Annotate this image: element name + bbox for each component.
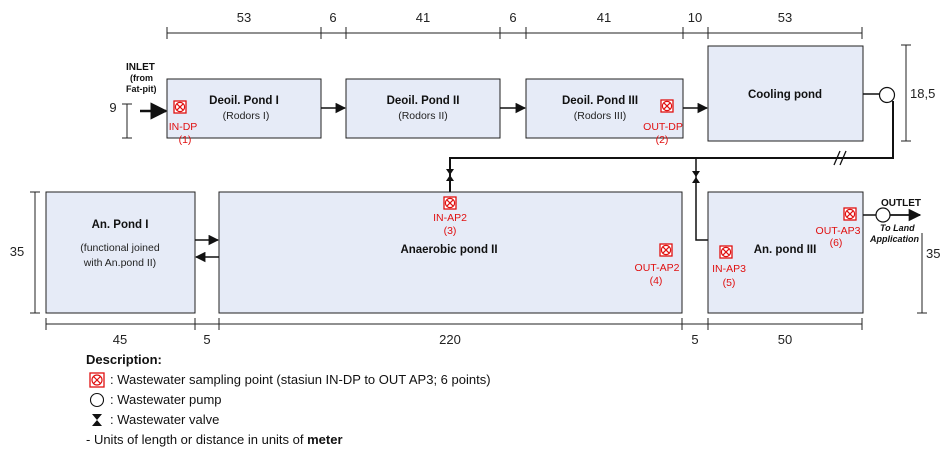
an-pond-1-name: An. Pond I [92, 219, 149, 231]
anaerobic-pond-2-name: Anaerobic pond II [400, 244, 497, 256]
sp-out-ap3-num: (6) [830, 237, 843, 249]
left-bottom-dimension: 35 [10, 191, 40, 314]
dim-right-top: 18,5 [910, 86, 935, 101]
deoil-pond-1-name: Deoil. Pond I [209, 95, 279, 107]
legend-sampling-text: : Wastewater sampling point (stasiun IN-… [110, 372, 491, 387]
dim-bottom-5: 50 [778, 332, 792, 347]
legend-units-bold: meter [307, 432, 343, 447]
sampling-point-icon [173, 100, 187, 114]
dim-bottom-3: 220 [439, 332, 461, 347]
dim-bottom-4: 5 [691, 332, 698, 347]
sp-in-dp-num: (1) [179, 134, 192, 146]
deoil-pond-1-sub: (Rodors I) [223, 110, 270, 122]
dim-left-top: 9 [109, 100, 116, 115]
legend-pump-text: : Wastewater pump [110, 392, 222, 407]
legend-row-units: - Units of length or distance in units o… [86, 430, 491, 450]
pipe-break-1 [833, 150, 841, 166]
an-pond-1-sub1: (functional joined [80, 242, 160, 254]
inlet: INLET (from Fat-pit) [126, 62, 168, 120]
an-pond-1-sub2: with An.pond II) [83, 257, 156, 269]
an-pond-3 [707, 191, 864, 314]
pump-icon [878, 86, 896, 104]
deoil-pond-2 [345, 78, 501, 139]
outlet: OUTLET To Land Application [863, 198, 922, 244]
top-dimension-line: 53 6 41 6 41 10 53 [166, 10, 863, 39]
sp-in-dp-label: IN-DP [169, 121, 198, 133]
sp-out-ap2-num: (4) [650, 275, 663, 287]
deoil-pond-2-name: Deoil. Pond II [387, 95, 460, 107]
dim-bottom-2: 5 [203, 332, 210, 347]
dim-right-bottom: 35 [926, 246, 940, 261]
wastewater-pond-diagram: 53 6 41 6 41 10 53 9 18,5 INLET (from Fa… [10, 10, 940, 347]
pipe-break-2 [839, 150, 847, 166]
inlet-line2: Fat-pit) [126, 84, 157, 94]
dim-top-1: 53 [237, 10, 251, 25]
anaerobic-pond-2 [218, 191, 683, 314]
sp-in-ap3-num: (5) [723, 277, 736, 289]
cooling-pond-name: Cooling pond [748, 89, 822, 101]
dim-top-2: 6 [329, 10, 336, 25]
left-top-dimension: 9 [109, 100, 132, 139]
cooling-pond [707, 45, 864, 142]
outlet-title: OUTLET [881, 198, 921, 209]
sp-out-dp-label: OUT-DP [643, 121, 683, 133]
deoil-pond-1 [166, 78, 322, 139]
deoil-pond-3-name: Deoil. Pond III [562, 95, 638, 107]
dim-top-5: 41 [597, 10, 611, 25]
sampling-point-icon [719, 245, 733, 259]
pump-icon [86, 391, 108, 409]
deoil-pond-2-sub: (Rodors II) [398, 110, 448, 122]
valve-icon [692, 171, 700, 183]
right-top-dimension: 18,5 [901, 44, 935, 142]
pump-icon [875, 207, 891, 223]
sampling-point-icon [660, 99, 674, 113]
sampling-point-icon [86, 371, 108, 389]
legend-title: Description: [86, 352, 162, 367]
an-pond-1 [45, 191, 196, 314]
dim-bottom-1: 45 [113, 332, 127, 347]
outlet-line2: Application [869, 234, 920, 244]
sp-in-ap2-label: IN-AP2 [433, 212, 467, 224]
dim-top-7: 53 [778, 10, 792, 25]
legend-row-sampling: : Wastewater sampling point (stasiun IN-… [86, 370, 491, 390]
sp-in-ap2-num: (3) [444, 225, 457, 237]
sp-out-ap3-label: OUT-AP3 [816, 225, 861, 237]
inlet-title: INLET [126, 62, 155, 73]
dim-top-4: 6 [509, 10, 516, 25]
dim-top-3: 41 [416, 10, 430, 25]
outlet-line1: To Land [880, 223, 915, 233]
legend-row-valve: : Wastewater valve [86, 410, 491, 430]
an-pond-3-name: An. pond III [754, 244, 817, 256]
legend-valve-text: : Wastewater valve [110, 412, 220, 427]
valve-icon [86, 411, 108, 429]
right-bottom-dimension: 35 [917, 233, 940, 314]
sampling-point-icon [443, 196, 457, 210]
legend-row-pump: : Wastewater pump [86, 390, 491, 410]
legend: Description: : Wastewater sampling point… [86, 350, 491, 450]
inlet-line1: (from [130, 73, 153, 83]
dim-left-bottom: 35 [10, 244, 24, 259]
sp-in-ap3-label: IN-AP3 [712, 263, 746, 275]
sampling-point-icon [843, 207, 857, 221]
valve-icon [446, 169, 454, 181]
sp-out-dp-num: (2) [656, 134, 669, 146]
legend-units-text: - Units of length or distance in units o… [86, 432, 308, 447]
dim-top-6: 10 [688, 10, 702, 25]
sp-out-ap2-label: OUT-AP2 [635, 262, 680, 274]
sampling-point-icon [659, 243, 673, 257]
deoil-pond-3-sub: (Rodors III) [574, 110, 627, 122]
bottom-dimension-line: 45 5 220 5 50 [45, 318, 863, 347]
